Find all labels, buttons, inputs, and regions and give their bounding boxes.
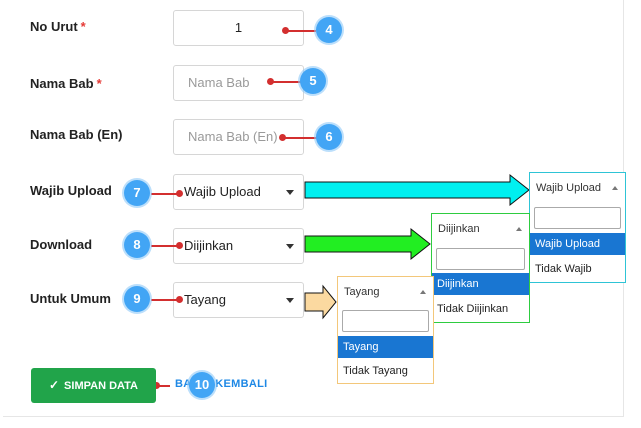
step-badge-10: 10 <box>189 372 215 398</box>
chevron-up-icon <box>420 290 426 294</box>
dropdown-option[interactable]: Wajib Upload <box>530 233 625 255</box>
marker-dot <box>279 134 286 141</box>
dropdown-option[interactable]: Tidak Tayang <box>343 365 408 377</box>
wajib-upload-select[interactable]: Wajib Upload <box>173 174 304 210</box>
nama-bab-input[interactable]: Nama Bab <box>173 65 304 101</box>
step-badge-8: 8 <box>124 232 150 258</box>
marker-line <box>283 137 317 139</box>
dropdown-header: Wajib Upload <box>536 182 602 194</box>
chevron-up-icon <box>612 186 618 190</box>
download-label: Download <box>30 237 93 252</box>
step-badge-9: 9 <box>124 286 150 312</box>
wajib-upload-label: Wajib Upload <box>30 183 112 198</box>
wajib-upload-selected: Wajib Upload <box>184 184 261 199</box>
marker-dot <box>176 296 183 303</box>
dropdown-header: Tayang <box>344 286 380 298</box>
check-icon: ✓ <box>48 378 60 392</box>
dropdown-option[interactable]: Diijinkan <box>432 273 529 295</box>
dropdown-search-input[interactable] <box>342 310 429 332</box>
marker-line <box>271 81 301 83</box>
no-urut-label: No Urut* <box>30 19 86 34</box>
wajib-upload-dropdown: Wajib Upload Wajib Upload Tidak Wajib <box>529 172 626 283</box>
step-badge-5: 5 <box>300 68 326 94</box>
marker-dot <box>282 27 289 34</box>
marker-line <box>286 30 316 32</box>
dropdown-option[interactable]: Tayang <box>338 336 433 358</box>
chevron-down-icon <box>286 190 294 195</box>
marker-line <box>151 299 181 301</box>
arrow-wajib-upload <box>304 173 530 207</box>
nama-bab-placeholder: Nama Bab <box>188 75 250 90</box>
arrow-untuk-umum <box>304 284 337 320</box>
step-badge-7: 7 <box>124 180 150 206</box>
download-select[interactable]: Diijinkan <box>173 228 304 264</box>
chevron-up-icon <box>516 227 522 231</box>
download-selected: Diijinkan <box>184 238 234 253</box>
untuk-umum-select[interactable]: Tayang <box>173 282 304 318</box>
nama-bab-en-label: Nama Bab (En) <box>30 127 123 142</box>
marker-dot <box>176 242 183 249</box>
chevron-down-icon <box>286 244 294 249</box>
untuk-umum-label: Untuk Umum <box>30 291 111 306</box>
dropdown-search-input[interactable] <box>436 248 525 270</box>
marker-line <box>151 193 181 195</box>
save-button-label: SIMPAN DATA <box>64 380 138 392</box>
no-urut-value: 1 <box>234 20 243 35</box>
untuk-umum-dropdown: Tayang Tayang Tidak Tayang <box>337 276 434 384</box>
step-badge-4: 4 <box>316 17 342 43</box>
dropdown-option[interactable]: Tidak Wajib <box>535 263 592 275</box>
marker-line <box>151 245 181 247</box>
dropdown-header: Diijinkan <box>438 223 480 235</box>
step-badge-6: 6 <box>316 124 342 150</box>
marker-line <box>150 385 170 387</box>
chevron-down-icon <box>286 298 294 303</box>
arrow-download <box>304 227 431 261</box>
dropdown-search-input[interactable] <box>534 207 621 229</box>
marker-dot <box>153 382 160 389</box>
nama-bab-en-placeholder: Nama Bab (En) <box>188 129 278 144</box>
untuk-umum-selected: Tayang <box>184 292 226 307</box>
marker-dot <box>176 190 183 197</box>
save-button[interactable]: ✓ SIMPAN DATA <box>31 368 156 403</box>
marker-dot <box>267 78 274 85</box>
dropdown-option[interactable]: Tidak Diijinkan <box>437 303 509 315</box>
download-dropdown: Diijinkan Diijinkan Tidak Diijinkan <box>431 213 530 323</box>
nama-bab-label: Nama Bab* <box>30 76 102 91</box>
